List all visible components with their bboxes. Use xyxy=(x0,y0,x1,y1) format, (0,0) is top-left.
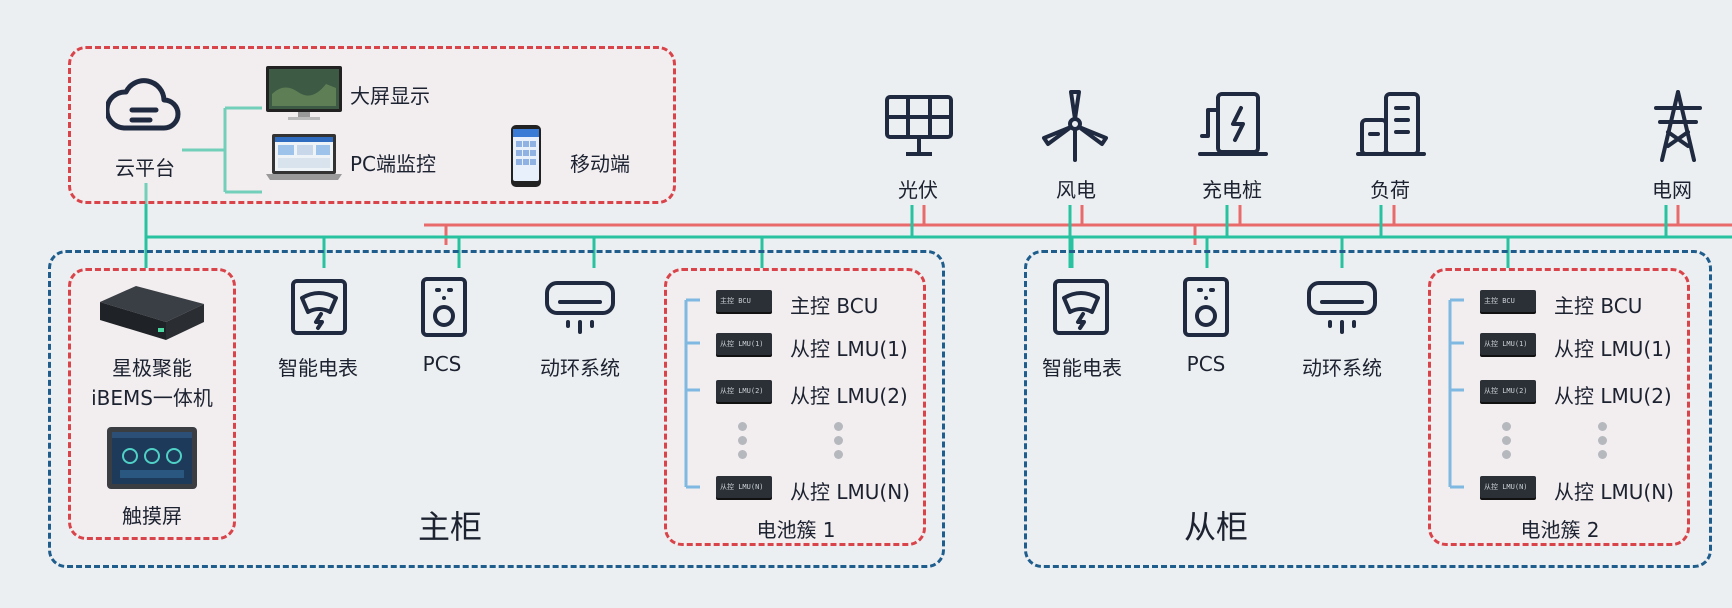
battery-cluster-2-label: 电池簇 2 xyxy=(1520,518,1600,542)
slave-pcs-label: PCS xyxy=(1186,352,1226,376)
env-label: 动环系统 xyxy=(540,356,620,380)
charger-label: 充电桩 xyxy=(1202,178,1262,202)
lmu1-module-2: 从控 LMU(1) xyxy=(1480,333,1536,355)
touchscreen-icon xyxy=(106,426,198,494)
lmu2-label-2: 从控 LMU(2) xyxy=(1554,384,1672,408)
mobile-label: 移动端 xyxy=(570,152,630,176)
ellipsis-dot xyxy=(1502,450,1511,459)
meter-label: 智能电表 xyxy=(278,356,358,380)
lmun-module-1: 从控 LMU(N) xyxy=(716,476,772,498)
big-screen-label: 大屏显示 xyxy=(350,84,430,108)
big-screen-icon xyxy=(264,64,344,122)
ellipsis-dot xyxy=(834,436,843,445)
main-cabinet-box xyxy=(48,250,945,568)
charging-pile-icon xyxy=(1198,90,1268,158)
slave-cabinet-box xyxy=(1024,250,1712,568)
lmu1-label-1: 从控 LMU(1) xyxy=(790,337,908,361)
env-monitor-icon xyxy=(544,280,616,336)
ellipsis-dot xyxy=(738,450,747,459)
bcu-module-2: 主控 BCU xyxy=(1480,290,1536,312)
load-label: 负荷 xyxy=(1370,178,1410,202)
ellipsis-dot xyxy=(834,422,843,431)
ellipsis-dot xyxy=(1502,422,1511,431)
ellipsis-dot xyxy=(1502,436,1511,445)
smart-meter-icon xyxy=(1052,278,1110,336)
battery-cluster-1-label: 电池簇 1 xyxy=(756,518,836,542)
smart-meter-icon xyxy=(290,278,348,336)
lmun-label-2: 从控 LMU(N) xyxy=(1554,480,1674,504)
ibems-label-line2: iBEMS一体机 xyxy=(91,386,213,410)
pc-monitor-icon xyxy=(264,132,344,184)
ellipsis-dot xyxy=(738,436,747,445)
env-monitor-icon xyxy=(1306,280,1378,336)
ellipsis-dot xyxy=(738,422,747,431)
pv-label: 光伏 xyxy=(898,178,938,202)
ibems-controller-icon xyxy=(96,282,208,348)
slave-cabinet-title: 从柜 xyxy=(1183,508,1249,546)
lmu2-module-1: 从控 LMU(2) xyxy=(716,380,772,402)
wind-turbine-icon xyxy=(1038,88,1112,164)
lmun-label-1: 从控 LMU(N) xyxy=(790,480,910,504)
mobile-icon xyxy=(510,124,542,188)
battery-cluster-2-box xyxy=(1428,268,1690,546)
pcs-icon xyxy=(1182,276,1230,338)
ellipsis-dot xyxy=(1598,436,1607,445)
cloud-icon xyxy=(106,76,182,134)
bcu-label-1: 主控 BCU xyxy=(790,294,879,318)
lmu2-label-1: 从控 LMU(2) xyxy=(790,384,908,408)
building-load-icon xyxy=(1356,90,1426,158)
bcu-module-1: 主控 BCU xyxy=(716,290,772,312)
wind-label: 风电 xyxy=(1056,178,1096,202)
lmu1-label-2: 从控 LMU(1) xyxy=(1554,337,1672,361)
slave-env-label: 动环系统 xyxy=(1302,356,1382,380)
ellipsis-dot xyxy=(1598,422,1607,431)
solar-panel-icon xyxy=(884,94,954,158)
slave-meter-label: 智能电表 xyxy=(1042,356,1122,380)
ellipsis-dot xyxy=(1598,450,1607,459)
lmu2-module-2: 从控 LMU(2) xyxy=(1480,380,1536,402)
battery-cluster-1-box xyxy=(664,268,926,546)
grid-label: 电网 xyxy=(1652,178,1692,202)
main-cabinet-title: 主柜 xyxy=(417,508,483,546)
pc-monitor-label: PC端监控 xyxy=(350,152,437,176)
pcs-label: PCS xyxy=(422,352,462,376)
ellipsis-dot xyxy=(834,450,843,459)
ibems-label-line1: 星极聚能 xyxy=(112,356,192,380)
lmu1-module-1: 从控 LMU(1) xyxy=(716,333,772,355)
bcu-label-2: 主控 BCU xyxy=(1554,294,1643,318)
cloud-platform-label: 云平台 xyxy=(115,156,175,180)
pcs-icon xyxy=(420,276,468,338)
touchscreen-label: 触摸屏 xyxy=(122,504,182,528)
lmun-module-2: 从控 LMU(N) xyxy=(1480,476,1536,498)
power-tower-icon xyxy=(1648,88,1708,162)
